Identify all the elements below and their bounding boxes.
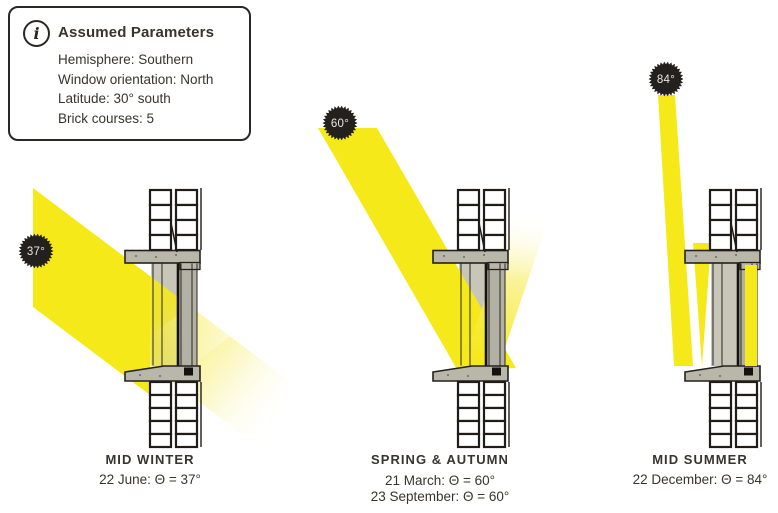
parameter-latitude: Latitude: 30° south [58,91,171,106]
assumed-parameters-list: Hemisphere: Southern Window orientation:… [58,50,213,128]
wall-section-mid-winter [124,188,202,449]
panel-caption-spring-autumn: SPRING & AUTUMN 21 March: Θ = 60° 23 Sep… [330,452,550,504]
sunbeam-equinox [318,128,516,371]
panel-caption-mid-summer: MID SUMMER 22 December: Θ = 84° [590,452,778,487]
assumed-parameters-panel: i Assumed Parameters Hemisphere: Souther… [8,6,251,141]
angle-badge-winter-label: 37° [27,246,45,258]
panel-title: MID SUMMER [652,452,748,467]
sunbeam-summer-reflection [693,243,711,366]
panel-date: 21 March: Θ = 60° [384,473,496,488]
parameter-hemisphere: Hemisphere: Southern [58,52,194,67]
assumed-parameters-title: Assumed Parameters [58,24,215,41]
panel-date: 22 December: Θ = 84° [632,472,768,487]
panel-date: 22 June: Θ = 37° [99,472,201,487]
angle-badge-summer [648,61,684,97]
info-icon: i [23,20,50,47]
sunbeam-winter [33,188,150,395]
angle-badge-winter [18,233,54,269]
sunbeam-summer [658,95,693,366]
sunbeam-summer-sliver [745,265,757,366]
panel-date: 23 September: Θ = 60° [370,489,510,504]
angle-badge-equinox-label: 60° [331,118,349,130]
panel-caption-mid-winter: MID WINTER 22 June: Θ = 37° [40,452,260,487]
wall-section-spring-autumn [432,188,510,449]
panel-title: SPRING & AUTUMN [371,452,509,467]
angle-badge-equinox [322,105,358,141]
parameter-orientation: Window orientation: North [58,71,214,87]
angle-badge-summer-label: 84° [657,74,675,86]
panel-title: MID WINTER [105,452,195,467]
parameter-brick-courses: Brick courses: 5 [58,110,155,126]
